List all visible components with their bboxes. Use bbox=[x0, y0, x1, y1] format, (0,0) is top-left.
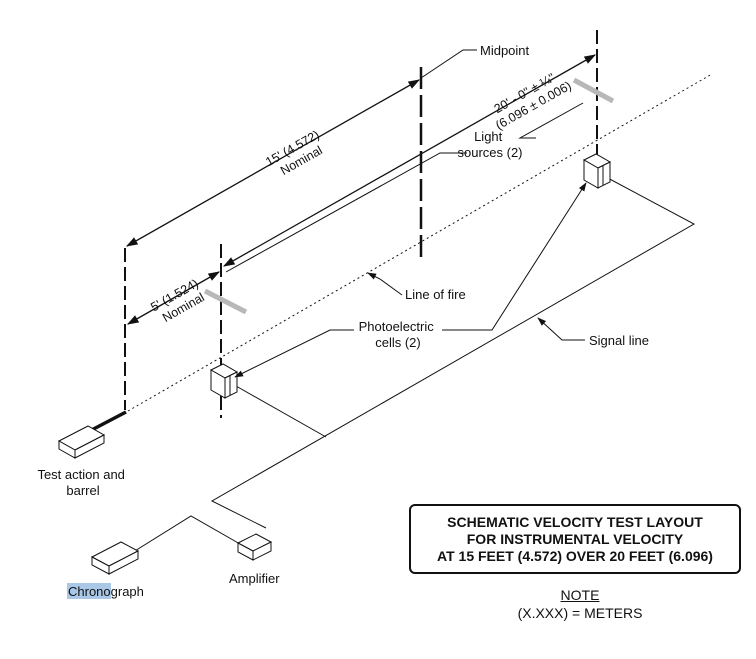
signal-line-leader bbox=[537, 317, 585, 341]
chronograph-cable bbox=[129, 515, 241, 555]
light-source-far bbox=[572, 77, 615, 104]
dimension-5ft-line bbox=[126, 271, 221, 325]
photoelectric-cells-label: Photoelectric cells (2) bbox=[359, 319, 438, 350]
signal-line bbox=[210, 175, 696, 529]
signal-line-branch bbox=[235, 385, 327, 438]
test-action-box bbox=[57, 425, 106, 459]
line-of-fire-label: Line of fire bbox=[405, 287, 466, 302]
title-line-2: FOR INSTRUMENTAL VELOCITY bbox=[466, 530, 684, 547]
photoelectric-cell-near bbox=[209, 363, 239, 399]
note-block: NOTE (X.XXX) = METERS bbox=[480, 586, 680, 622]
title-line-1: SCHEMATIC VELOCITY TEST LAYOUT bbox=[447, 513, 703, 530]
line-of-fire bbox=[127, 73, 713, 412]
light-sources-label: Light sources (2) bbox=[457, 129, 522, 160]
photocell-leader-near bbox=[234, 329, 354, 378]
dim-15ft-text: 15' (4.572) Nominal bbox=[263, 126, 332, 182]
light-source-leader-near bbox=[225, 152, 467, 273]
title-line-3: AT 15 FEET (4.572) OVER 20 FEET (6.096) bbox=[437, 547, 713, 564]
chronograph-text-highlight bbox=[67, 583, 111, 599]
chronograph-label: Chronograph bbox=[68, 584, 144, 599]
dimension-20ft-line bbox=[222, 54, 597, 267]
chronograph-box bbox=[90, 541, 140, 575]
light-source-near bbox=[203, 288, 248, 315]
amplifier-label: Amplifier bbox=[229, 571, 280, 586]
photoelectric-cell-far bbox=[582, 153, 612, 189]
dim-20ft-text: 20' - 0" ± ¼" (6.096 ± 0.006) bbox=[486, 66, 574, 133]
line-of-fire-leader bbox=[367, 272, 403, 296]
test-action-label: Test action and barrel bbox=[37, 467, 128, 498]
photocell-leader-far bbox=[442, 182, 587, 331]
signal-line-label: Signal line bbox=[589, 333, 649, 348]
midpoint-leader bbox=[420, 49, 477, 79]
title-box: SCHEMATIC VELOCITY TEST LAYOUT FOR INSTR… bbox=[409, 504, 741, 574]
midpoint-label: Midpoint bbox=[480, 43, 530, 58]
amplifier-box bbox=[236, 533, 273, 561]
note-text: (X.XXX) = METERS bbox=[517, 605, 643, 621]
note-title: NOTE bbox=[560, 587, 600, 603]
light-source-leader-far bbox=[518, 102, 584, 139]
